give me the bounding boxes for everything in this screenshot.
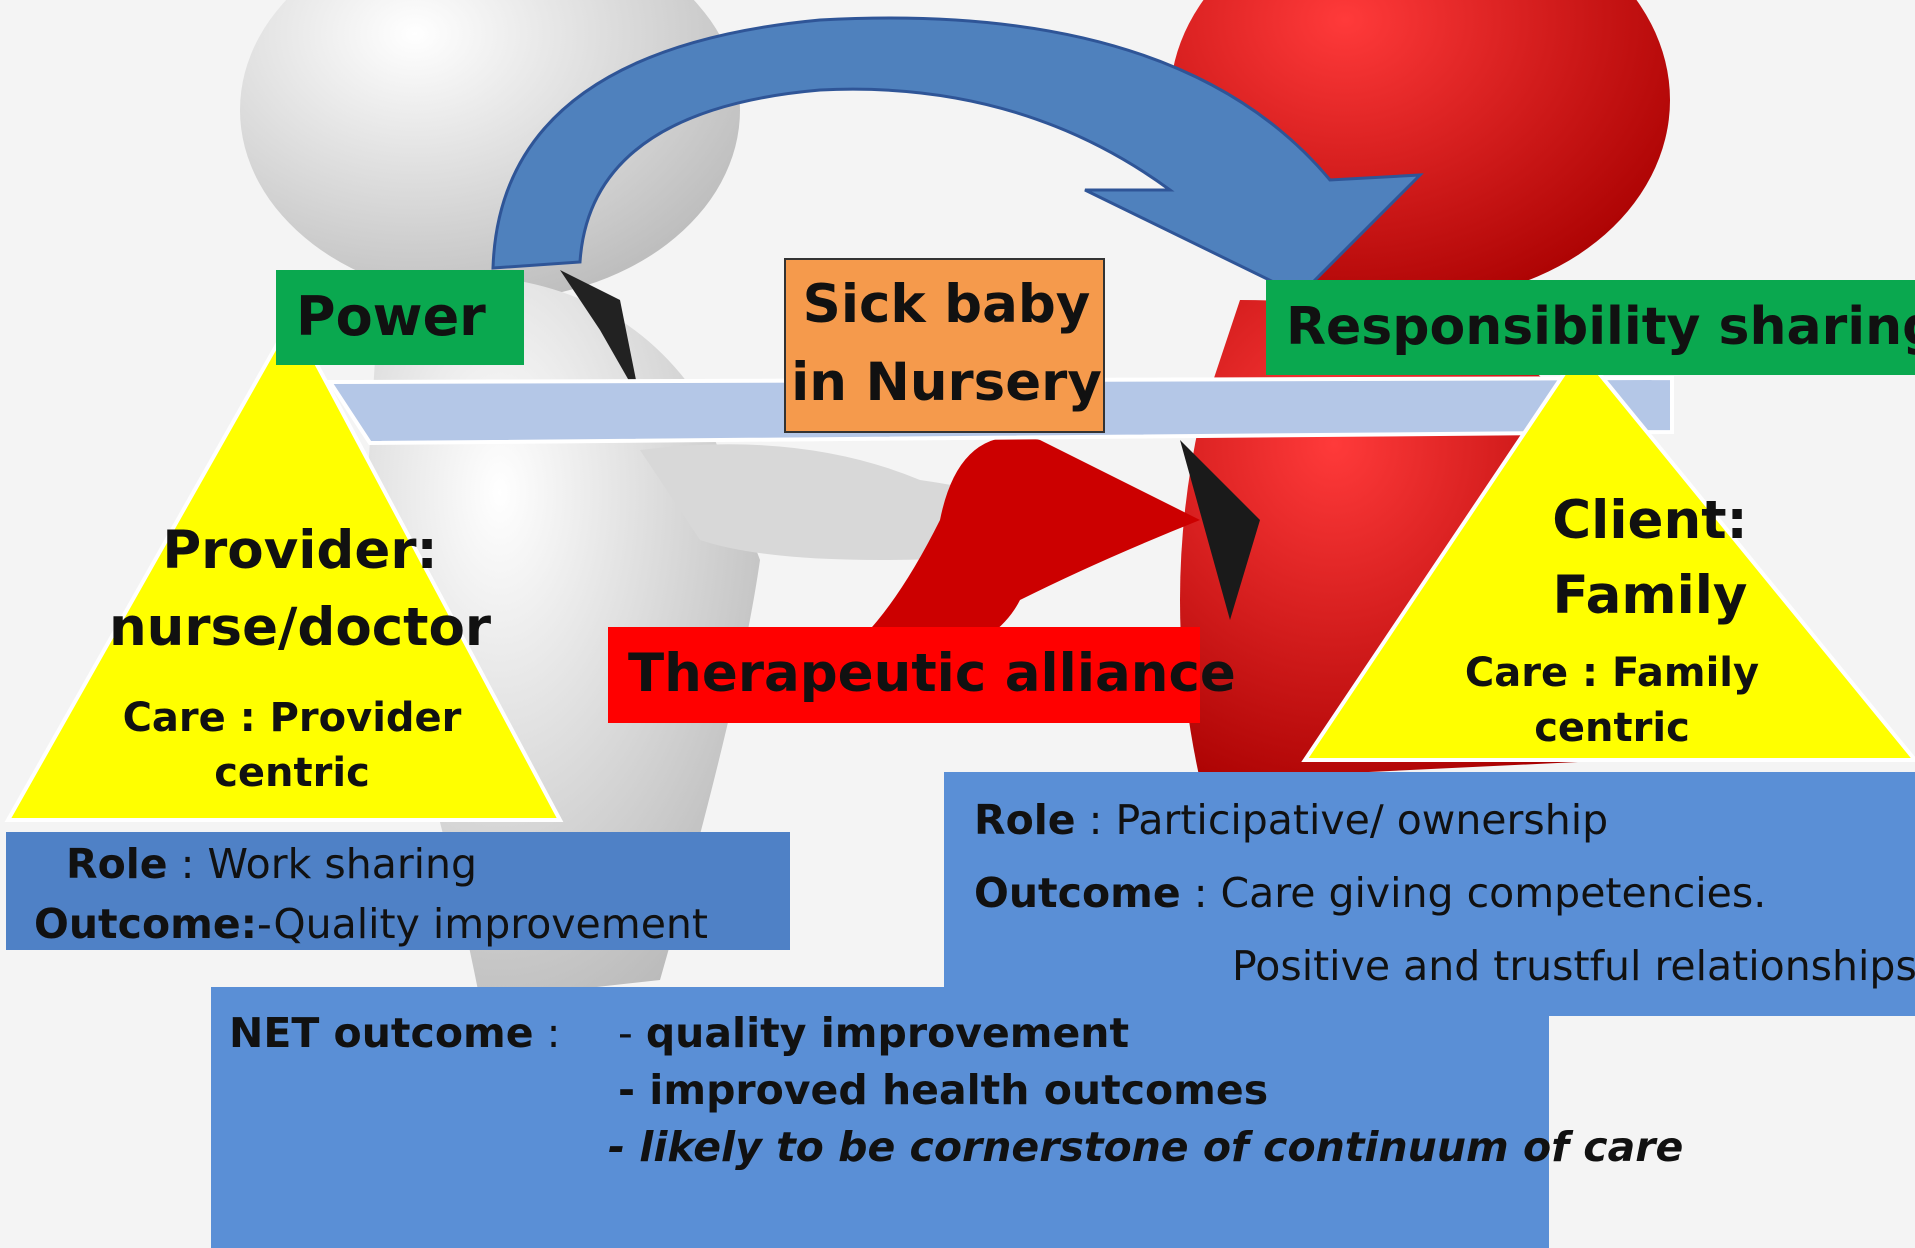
sick-baby-line1: Sick baby: [802, 274, 1091, 335]
net-outcome-label: NET outcome: [229, 1009, 534, 1057]
sick-baby-line2: in Nursery: [791, 352, 1102, 413]
provider-role-value: : Work sharing: [167, 840, 478, 888]
provider-role-line: Role : Work sharing: [66, 840, 477, 888]
therapeutic-alliance-box: Therapeutic alliance: [608, 627, 1236, 723]
client-outcome-value: : Care giving competencies.: [1180, 869, 1767, 917]
responsibility-label: Responsibility sharing: [1286, 297, 1915, 357]
client-role-label: Role: [974, 796, 1076, 844]
client-title-line2: Family: [1552, 565, 1748, 626]
provider-title-line2: nurse/doctor: [108, 597, 492, 658]
client-outcome-line2: Positive and trustful relationships: [1232, 942, 1915, 990]
net-outcome-item3: - likely to be cornerstone of continuum …: [608, 1123, 1684, 1171]
net-outcome-heading: NET outcome :: [229, 1009, 560, 1057]
therapeutic-alliance-label: Therapeutic alliance: [628, 643, 1236, 704]
provider-role-box: Role : Work sharing Outcome:-Quality imp…: [6, 832, 790, 950]
sick-baby-box: Sick baby in Nursery: [784, 258, 1105, 433]
curved-arrow-icon: [491, 16, 1424, 297]
provider-role-label: Role: [66, 840, 168, 888]
power-label: Power: [296, 285, 486, 348]
net-outcome-item2: - improved health outcomes: [618, 1066, 1269, 1114]
provider-outcome-line: Outcome:-Quality improvement: [34, 900, 708, 948]
net-outcome-item1-dash: -: [618, 1009, 646, 1057]
client-outcome-line: Outcome : Care giving competencies.: [974, 869, 1766, 917]
responsibility-label-box: Responsibility sharing: [1266, 280, 1915, 375]
net-outcome-item1-text: quality improvement: [645, 1009, 1130, 1057]
client-role-box: Role : Participative/ ownership Outcome …: [944, 772, 1915, 1016]
client-role-value: : Participative/ ownership: [1075, 796, 1609, 844]
provider-care-line2: centric: [214, 750, 370, 796]
provider-outcome-label: Outcome:: [34, 900, 258, 948]
provider-triangle: [4, 313, 564, 822]
power-label-box: Power: [276, 270, 524, 365]
client-outcome-label: Outcome: [974, 869, 1181, 917]
client-care-line2: centric: [1534, 705, 1690, 751]
client-care-line1: Care : Family: [1464, 650, 1760, 696]
net-outcome-box: NET outcome : - quality improvement - im…: [211, 987, 1683, 1248]
provider-outcome-value: -Quality improvement: [257, 900, 708, 948]
net-outcome-separator: :: [533, 1009, 561, 1057]
provider-title-line1: Provider:: [162, 520, 438, 581]
client-role-line: Role : Participative/ ownership: [974, 796, 1608, 844]
client-triangle: [1301, 346, 1915, 762]
provider-care-line1: Care : Provider: [122, 695, 462, 741]
client-title-line1: Client:: [1552, 490, 1748, 551]
net-outcome-item1: - quality improvement: [618, 1009, 1129, 1057]
